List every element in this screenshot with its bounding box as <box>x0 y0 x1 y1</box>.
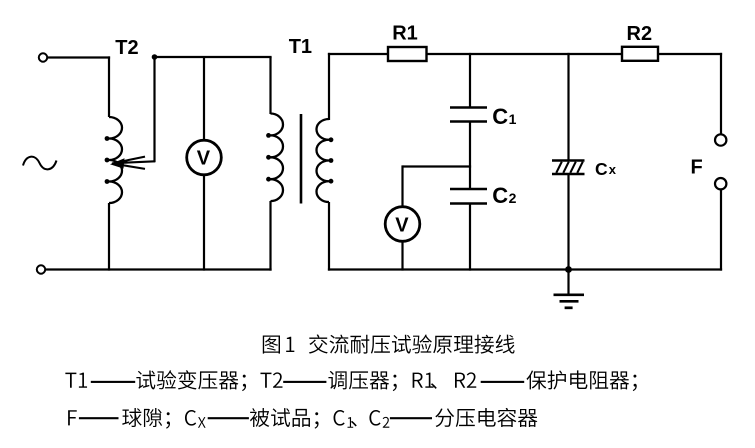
svg-text:F: F <box>691 156 703 178</box>
svg-text:2: 2 <box>509 190 517 206</box>
svg-text:V: V <box>197 148 211 170</box>
svg-text:R2: R2 <box>627 23 653 45</box>
svg-text:C: C <box>492 104 508 129</box>
svg-text:T2: T2 <box>115 37 138 59</box>
svg-text:x: x <box>609 162 617 177</box>
svg-text:T1: T1 <box>289 36 312 58</box>
svg-text:C: C <box>595 159 608 179</box>
svg-text:V: V <box>395 214 409 236</box>
svg-text:1: 1 <box>509 111 517 127</box>
svg-text:C: C <box>492 183 508 208</box>
svg-text:R1: R1 <box>392 23 418 45</box>
